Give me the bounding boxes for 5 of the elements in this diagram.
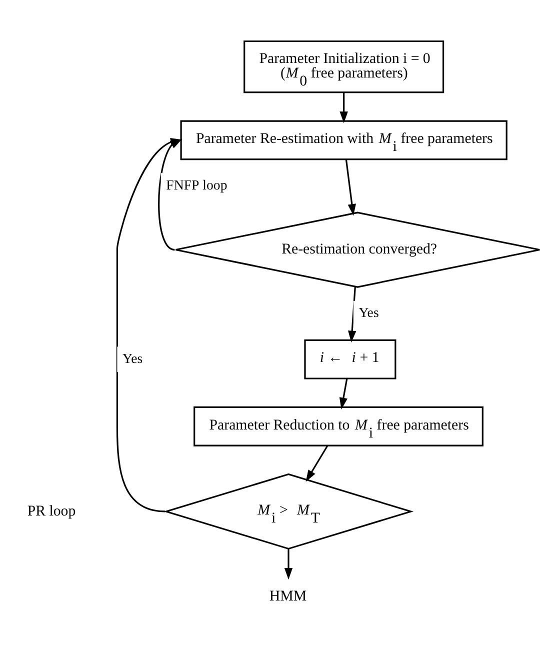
edge-label: Yes (122, 350, 143, 366)
edge-label: Yes (358, 305, 379, 320)
label: PR loop (27, 503, 76, 520)
node-text: HMM (269, 588, 307, 605)
edge-label: FNFP loop (166, 178, 228, 193)
